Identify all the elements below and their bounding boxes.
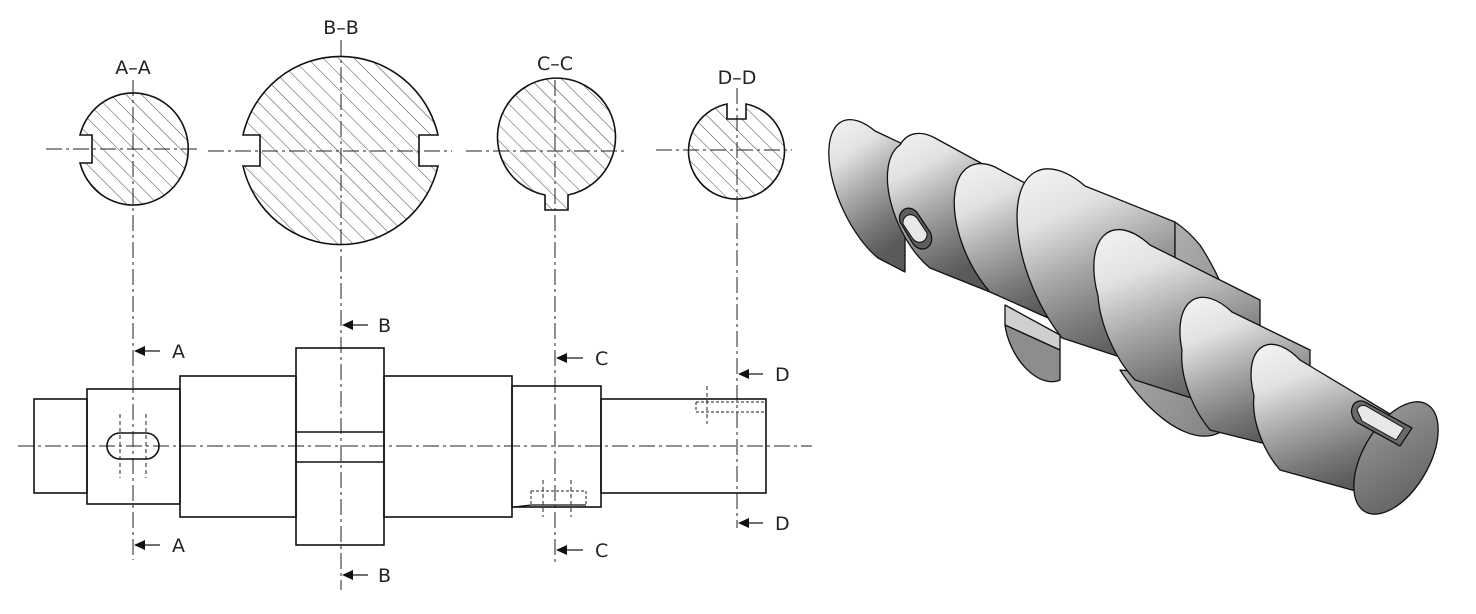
cut-marker-c-bottom: C <box>595 540 608 562</box>
section-c-c-label: C–C <box>537 53 573 75</box>
cutting-plane-markers: A A B B C C D D <box>134 315 790 587</box>
section-a-a-label: A–A <box>115 57 151 79</box>
section-b-b-label: B–B <box>323 17 359 39</box>
section-c-c-profile <box>496 77 617 211</box>
cut-marker-b-top: B <box>378 315 391 337</box>
section-d-d-label: D–D <box>718 67 757 89</box>
section-c-c: C–C <box>466 53 628 565</box>
front-view <box>18 347 812 546</box>
cut-marker-c-top: C <box>595 348 608 370</box>
cut-marker-d-top: D <box>775 364 790 386</box>
shaft-3d-render <box>828 119 1439 515</box>
section-a-a: A–A <box>46 57 200 560</box>
section-d-d: D–D <box>656 67 792 528</box>
cut-marker-d-bottom: D <box>775 513 790 535</box>
shaft-3d-end-face <box>1353 401 1439 515</box>
cut-marker-a-top: A <box>172 341 185 363</box>
cut-marker-b-bottom: B <box>378 565 391 587</box>
hidden-keyway-d <box>695 386 766 424</box>
cut-marker-a-bottom: A <box>172 535 185 557</box>
shaft-3d-section-1 <box>828 119 906 273</box>
section-b-b: B–B <box>208 17 452 590</box>
hidden-keyway-c <box>513 480 587 517</box>
shaft-3d-notch <box>1004 324 1061 383</box>
